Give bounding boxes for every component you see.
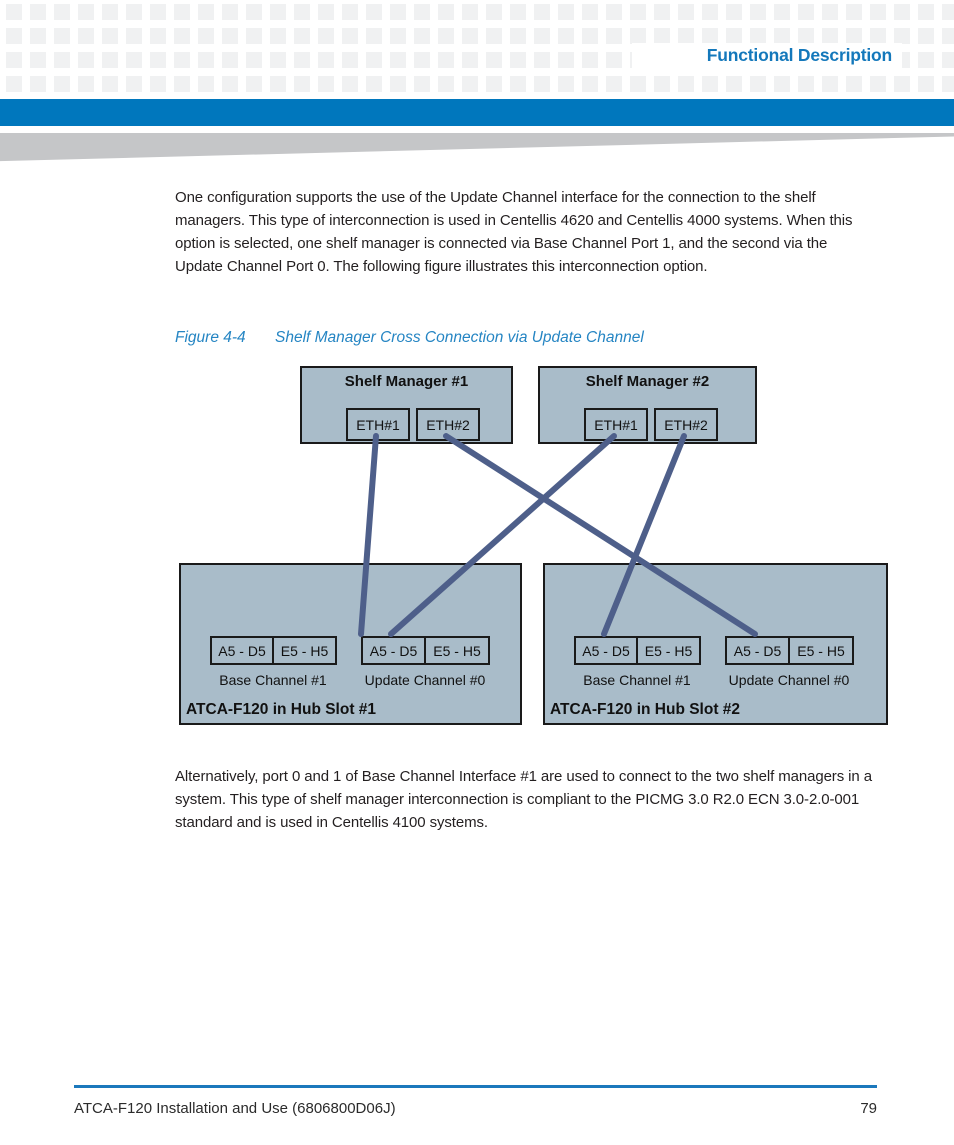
shelf-manager-1-title: Shelf Manager #1 xyxy=(344,373,469,390)
shelf-manager-1-eth2-port: ETH#2 xyxy=(416,408,480,441)
figure-title: Shelf Manager Cross Connection via Updat… xyxy=(275,329,644,346)
hub1-update-port-a5d5: A5 - D5 xyxy=(361,636,426,665)
hub-slot-1-box: A5 - D5 E5 - H5 A5 - D5 E5 - H5 Base Cha… xyxy=(179,563,522,725)
hub1-slot-label: ATCA-F120 in Hub Slot #1 xyxy=(186,701,377,718)
page-title: Functional Description xyxy=(632,43,902,68)
hub2-base-channel-label: Base Channel #1 xyxy=(583,672,691,688)
hub2-slot-label: ATCA-F120 in Hub Slot #2 xyxy=(550,701,741,718)
shelf-manager-1-eth1-port: ETH#1 xyxy=(346,408,410,441)
hub1-base-channel-label: Base Channel #1 xyxy=(219,672,327,688)
hub1-base-port-a5d5: A5 - D5 xyxy=(210,636,274,665)
paragraph-intro: One configuration supports the use of th… xyxy=(175,189,853,275)
paragraph-alternative: Alternatively, port 0 and 1 of Base Chan… xyxy=(175,768,872,831)
hub-slot-2-box: A5 - D5 E5 - H5 A5 - D5 E5 - H5 Base Cha… xyxy=(543,563,888,725)
header-gray-wedge xyxy=(0,133,954,162)
figure-caption: Figure 4-4 Shelf Manager Cross Connectio… xyxy=(175,329,644,347)
page-footer: ATCA-F120 Installation and Use (6806800D… xyxy=(74,1100,877,1117)
footer-rule xyxy=(74,1085,877,1088)
shelf-manager-1-box: Shelf Manager #1 ETH#1 ETH#2 xyxy=(300,366,513,444)
hub1-base-port-e5h5: E5 - H5 xyxy=(272,636,337,665)
figure-diagram: Shelf Manager #1 ETH#1 ETH#2 Shelf Manag… xyxy=(179,366,888,725)
hub1-update-port-e5h5: E5 - H5 xyxy=(424,636,490,665)
shelf-manager-2-title: Shelf Manager #2 xyxy=(585,373,710,390)
shelf-manager-2-eth2-port: ETH#2 xyxy=(654,408,718,441)
footer-page-number: 79 xyxy=(860,1100,877,1117)
hub2-base-port-e5h5: E5 - H5 xyxy=(636,636,701,665)
hub2-update-port-e5h5: E5 - H5 xyxy=(788,636,854,665)
header-blue-bar xyxy=(0,99,954,126)
shelf-manager-2-eth1-port: ETH#1 xyxy=(584,408,648,441)
hub2-update-channel-label: Update Channel #0 xyxy=(728,672,850,688)
hub2-base-port-a5d5: A5 - D5 xyxy=(574,636,638,665)
figure-label: Figure 4-4 xyxy=(175,329,246,346)
hub1-update-channel-label: Update Channel #0 xyxy=(364,672,486,688)
footer-doc-title: ATCA-F120 Installation and Use (6806800D… xyxy=(74,1100,396,1117)
hub2-update-port-a5d5: A5 - D5 xyxy=(725,636,790,665)
shelf-manager-2-box: Shelf Manager #2 ETH#1 ETH#2 xyxy=(538,366,757,444)
